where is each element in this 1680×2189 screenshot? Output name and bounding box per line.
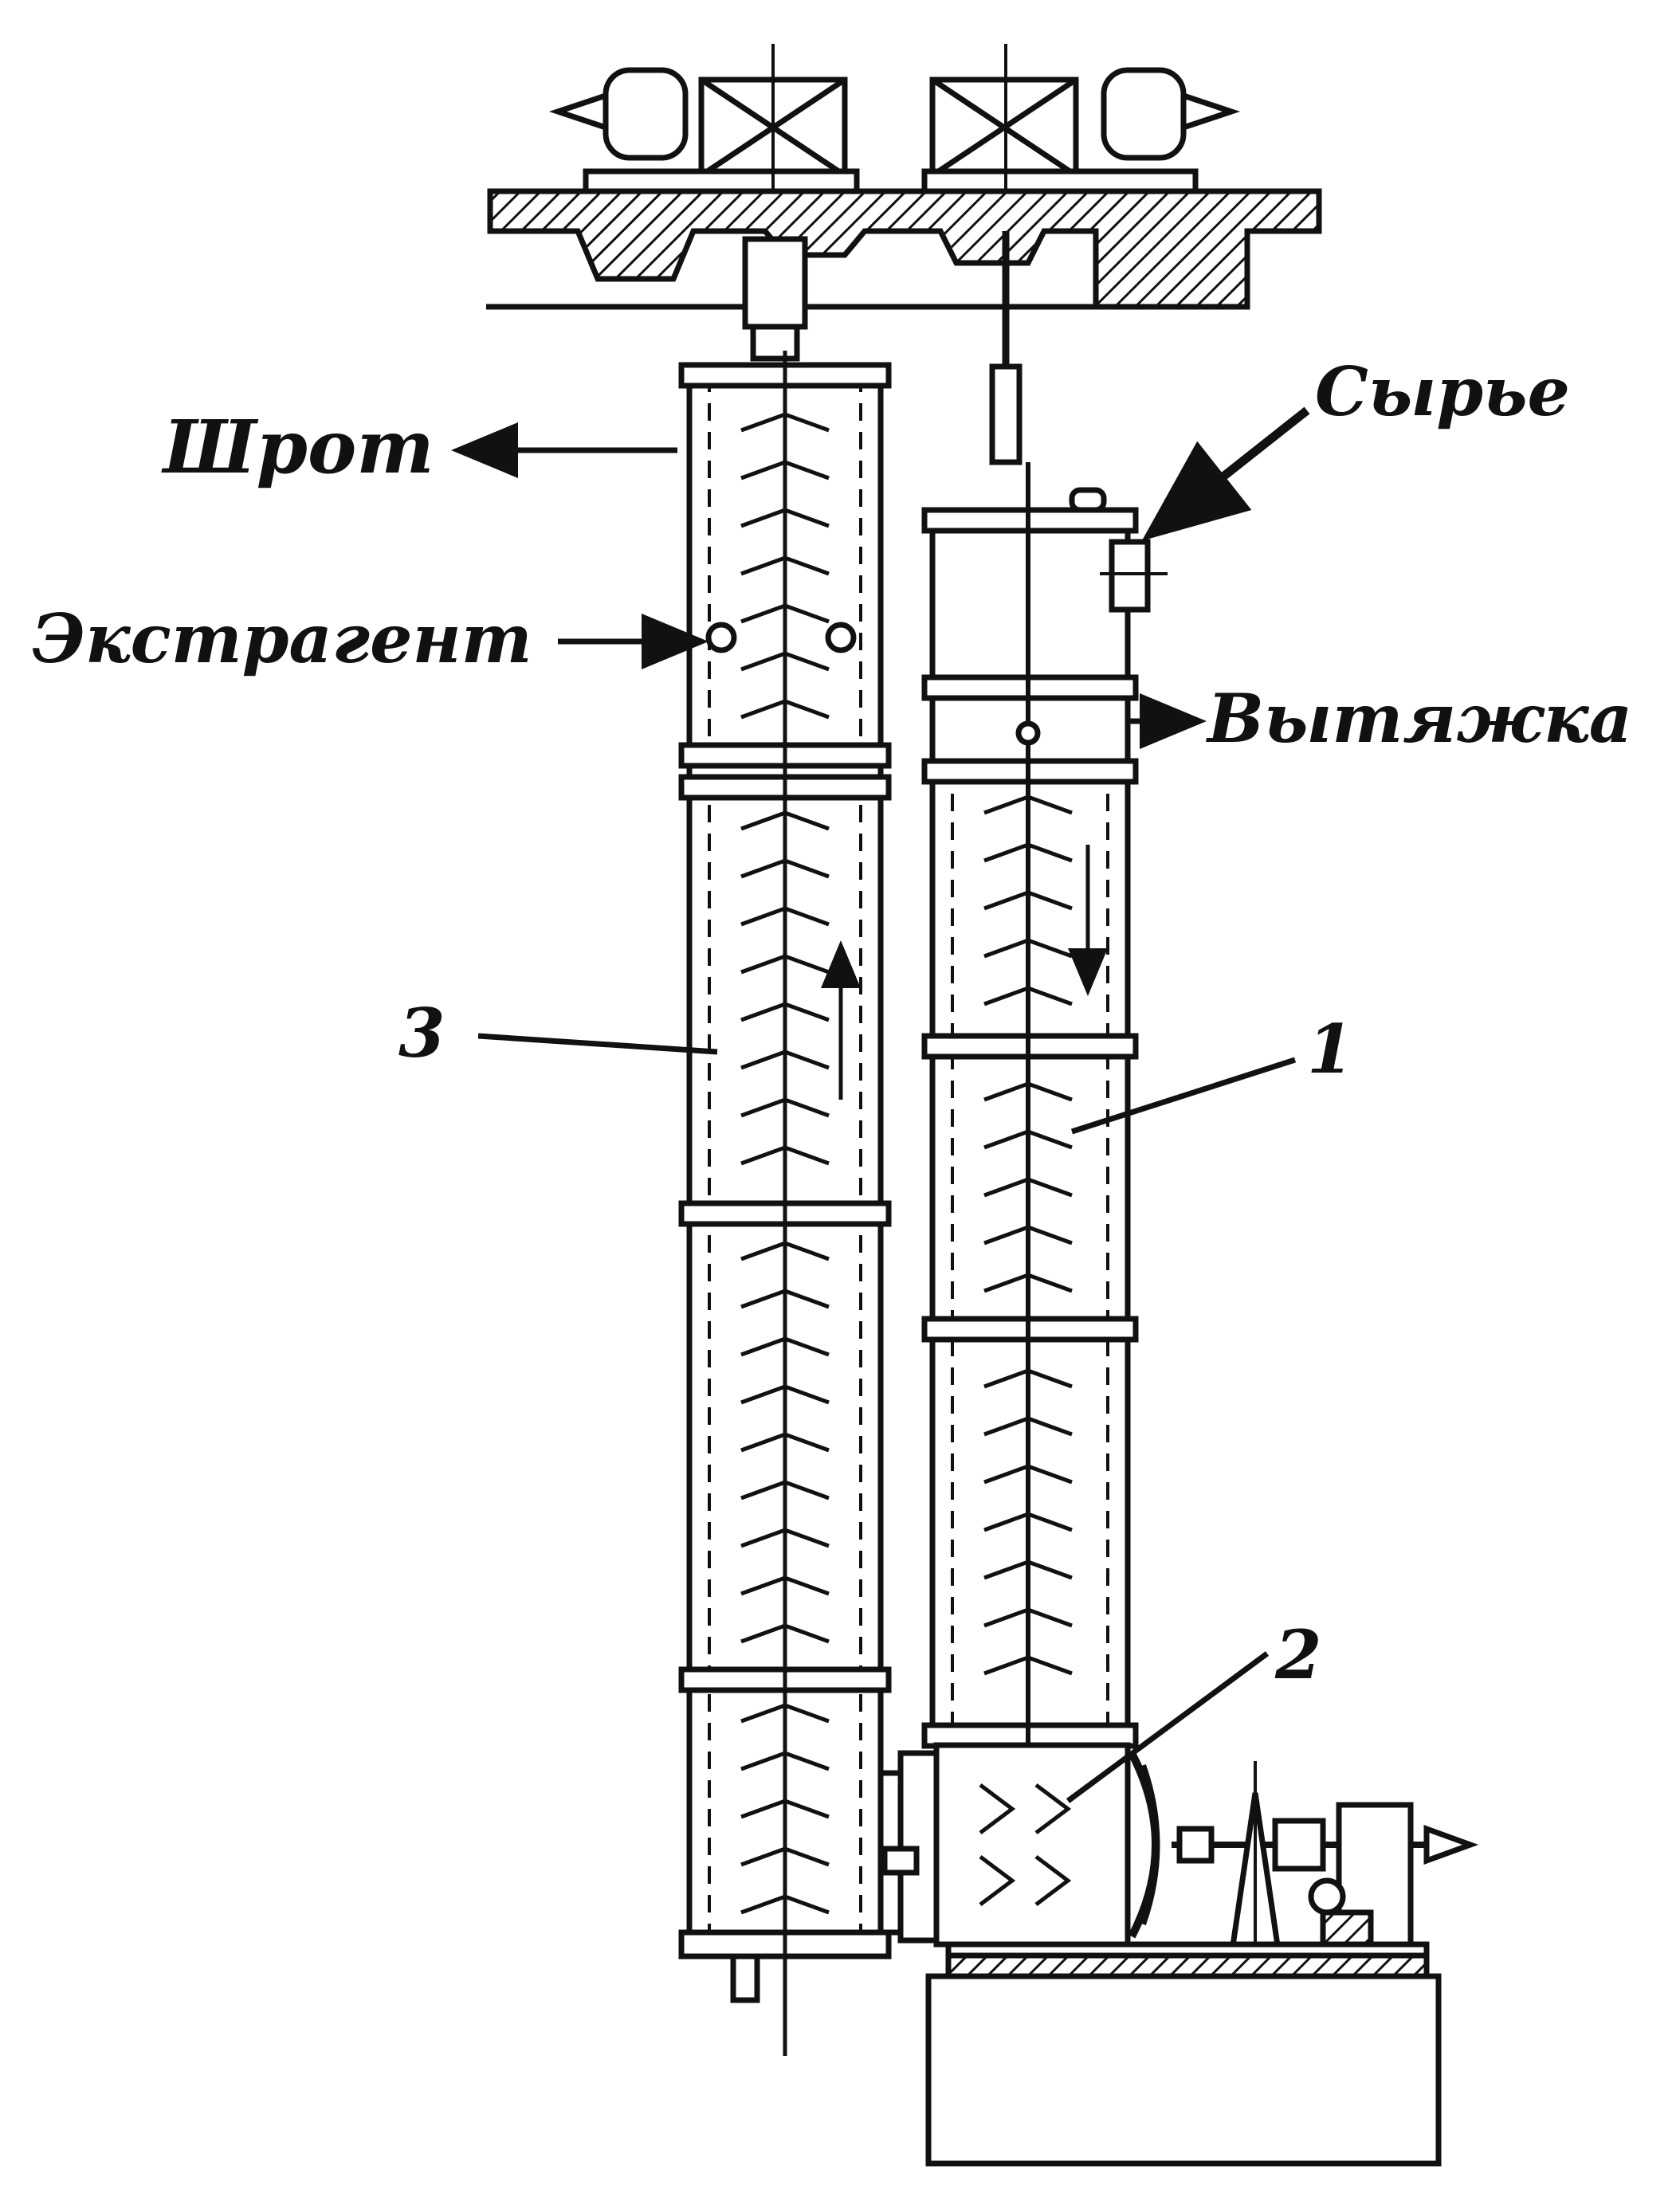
extractant-inlet bbox=[705, 622, 737, 653]
column-1 bbox=[921, 462, 1168, 1753]
raw-material-arrow bbox=[1141, 406, 1310, 541]
top-drive-assembly bbox=[486, 44, 1322, 465]
left-shaft-end bbox=[548, 92, 609, 131]
column-3 bbox=[678, 351, 892, 2056]
raw-material-hopper bbox=[1109, 539, 1151, 613]
label-extract: Вытяжка bbox=[1207, 679, 1633, 758]
right-shaft-end bbox=[1180, 92, 1241, 131]
foundation bbox=[925, 1973, 1442, 2167]
left-coupling bbox=[742, 236, 808, 330]
label-raw-material: Сырье bbox=[1315, 352, 1570, 431]
top-beam bbox=[487, 188, 1322, 310]
label-extractant: Экстрагент bbox=[32, 599, 532, 678]
label-meal: Шрот bbox=[163, 404, 434, 490]
leaders bbox=[451, 406, 1310, 1803]
label-number-3: 3 bbox=[398, 994, 446, 1073]
leader-1 bbox=[1070, 1057, 1297, 1135]
label-number-1: 1 bbox=[1307, 1010, 1354, 1089]
drive-shaft-end bbox=[1423, 1825, 1479, 1865]
left-pulley bbox=[603, 67, 689, 161]
right-coupling bbox=[989, 363, 1023, 465]
right-pulley bbox=[1101, 67, 1187, 161]
label-number-2: 2 bbox=[1275, 1615, 1322, 1694]
bottom-transfer-section bbox=[881, 1742, 1479, 2167]
leader-3 bbox=[477, 1033, 718, 1055]
leader-2 bbox=[1066, 1651, 1270, 1803]
